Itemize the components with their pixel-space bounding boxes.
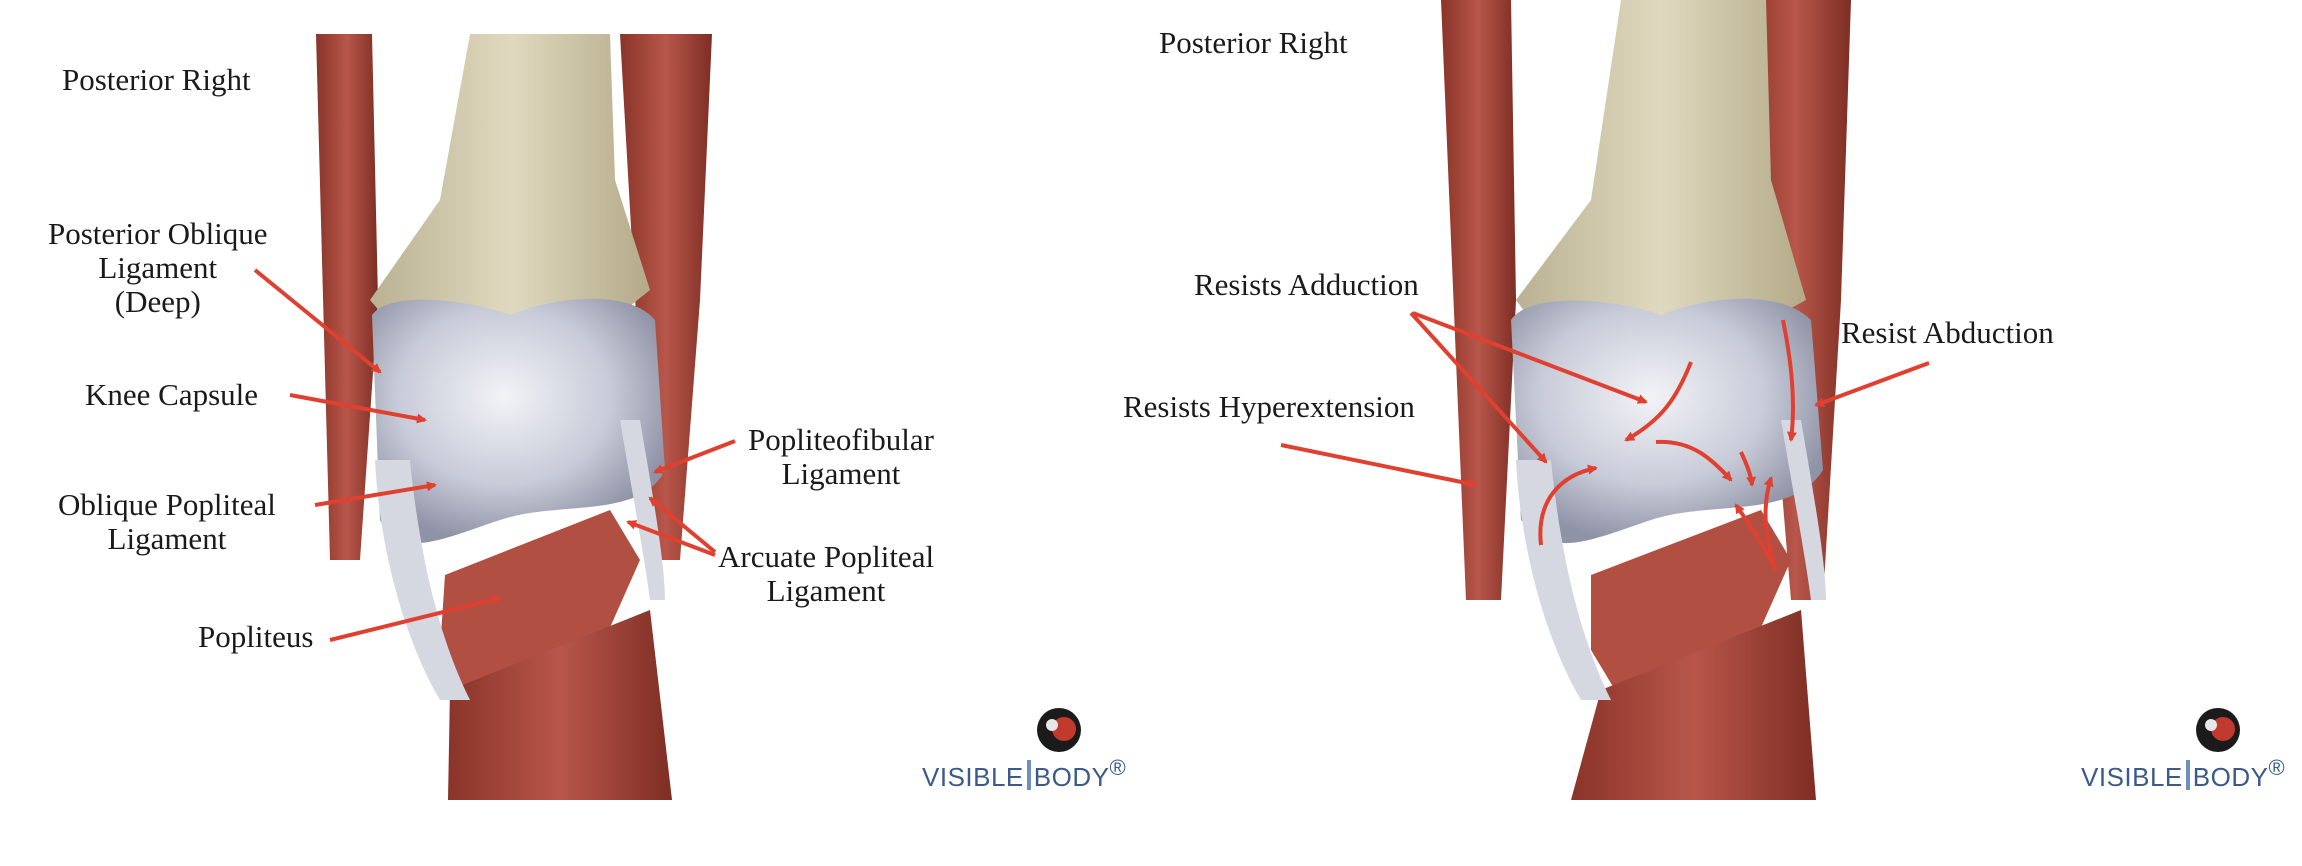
logo-trademark: ® <box>2268 755 2286 780</box>
arrow-arcuate-2 <box>626 520 716 557</box>
label-line: Ligament <box>781 456 901 491</box>
view-title: Posterior Right <box>62 62 251 97</box>
muscle-left-outer <box>316 34 378 560</box>
knee-illustration-left <box>253 34 736 800</box>
label-knee-capsule: Knee Capsule <box>85 377 259 412</box>
logo-emblem-icon <box>2196 708 2240 752</box>
lateral-ligament-strip <box>1781 420 1826 600</box>
arrow-adduction-2 <box>1412 311 1648 404</box>
logo-word-visible: Visible <box>922 762 1024 792</box>
logo-figure-icon <box>1026 760 1031 790</box>
ligament-arrow-curve-2 <box>1624 361 1693 442</box>
arrow-knee-capsule <box>289 393 427 424</box>
lower-muscle <box>448 610 672 800</box>
femur-bone <box>370 34 650 335</box>
visible-body-logo: Visible Body® <box>922 705 1126 805</box>
arrow-posterior-oblique <box>253 268 382 374</box>
visible-body-logo: Visible Body® <box>2081 705 2285 805</box>
label-line: Popliteofibular <box>748 422 934 457</box>
logo-wordmark: Visible Body® <box>922 755 1126 794</box>
arrow-popliteus <box>329 595 502 642</box>
label-oblique-popliteal-ligament: Oblique Popliteal Ligament <box>58 488 276 556</box>
knee-capsule-shape <box>372 298 665 544</box>
arrow-oblique-popliteal <box>314 481 437 507</box>
logo-emblem-icon <box>1037 708 1081 752</box>
logo-figure-icon <box>2185 760 2190 790</box>
lateral-ligament-strip <box>620 420 665 600</box>
label-line: Ligament <box>107 521 227 556</box>
medial-ligament-strip <box>375 460 470 700</box>
right-panel: Posterior Right Resists Adduction Resist… <box>1123 0 2302 866</box>
ligament-arrow-curve-3 <box>1655 439 1733 482</box>
label-line: Posterior Oblique <box>48 216 268 251</box>
label-line: (Deep) <box>114 284 201 319</box>
label-posterior-oblique-ligament: Posterior Oblique Ligament (Deep) <box>48 217 268 319</box>
logo-wordmark: Visible Body® <box>2081 755 2285 794</box>
arrow-adduction-1 <box>1409 311 1548 464</box>
ligament-arrow-curve-5 <box>1763 476 1778 571</box>
logo-word-body: Body <box>1033 762 1110 792</box>
label-line: Arcuate Popliteal <box>718 539 935 574</box>
logo-word-body: Body <box>2192 762 2269 792</box>
muscle-left-outer <box>1441 0 1516 600</box>
arrow-hyperextension <box>1280 443 1478 489</box>
left-panel: Posterior Right Posterior Oblique Ligame… <box>48 34 1126 805</box>
logo-word-visible: Visible <box>2081 762 2183 792</box>
label-resist-abduction: Resist Abduction <box>1841 315 2054 350</box>
lower-muscle <box>1571 610 1816 800</box>
label-line: Oblique Popliteal <box>58 487 276 522</box>
label-resists-adduction: Resists Adduction <box>1194 267 1419 302</box>
ligament-arrow-curve-6 <box>1781 319 1797 442</box>
label-arcuate-popliteal-ligament: Arcuate Popliteal Ligament <box>718 540 934 608</box>
arrow-popliteofibular <box>653 439 736 474</box>
ligament-arrow-curve-1 <box>1538 464 1598 546</box>
label-line: Ligament <box>766 573 886 608</box>
label-popliteofibular-ligament: Popliteofibular Ligament <box>748 423 934 491</box>
knee-capsule-shape <box>1511 298 1823 544</box>
label-line: Ligament <box>98 250 218 285</box>
ligament-arrow-curve-7 <box>1739 451 1757 487</box>
view-title: Posterior Right <box>1159 25 1348 60</box>
arrow-arcuate-1 <box>648 496 717 554</box>
knee-illustration-right <box>1280 0 1930 800</box>
label-popliteus: Popliteus <box>198 619 314 654</box>
femur-bone <box>1516 0 1806 340</box>
label-resists-hyperextension: Resists Hyperextension <box>1123 389 1415 424</box>
arrow-abduction <box>1814 361 1930 407</box>
logo-trademark: ® <box>1109 755 1127 780</box>
